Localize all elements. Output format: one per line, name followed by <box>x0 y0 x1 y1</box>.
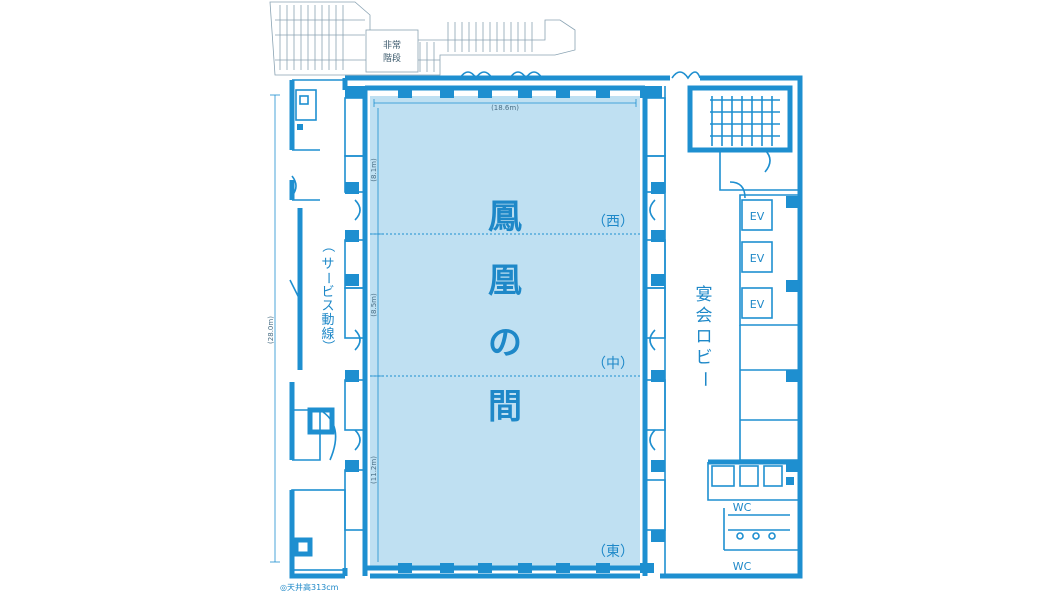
top-doors <box>354 71 701 451</box>
emergency-stairs-label-2: 階段 <box>383 52 401 64</box>
hall-columns <box>345 86 665 573</box>
hall-floor <box>370 96 640 568</box>
service-corridor-char-2: サ <box>321 257 334 272</box>
emergency-stairs: 非常 階段 <box>269 1 576 76</box>
ceiling-height-note: ◎天井高313cm <box>280 582 339 592</box>
lobby-char-4: ビ <box>696 348 713 368</box>
ev-label-1: EV <box>750 210 765 223</box>
lobby-char-5: ー <box>694 371 714 388</box>
right-stairs <box>687 85 800 199</box>
hall-dividers <box>370 233 640 377</box>
service-corridor-char-3: ー <box>320 271 335 284</box>
hall-name-char-1: 鳳 <box>488 197 522 237</box>
hall-name-char-2: 凰 <box>488 261 522 301</box>
service-corridor-char-5: ス <box>321 299 334 314</box>
dim-west: (8.1m) <box>370 158 378 182</box>
hall-name-char-4: 間 <box>488 387 522 427</box>
service-corridor-char-6: 動 <box>321 313 334 328</box>
wc-label-2: WC <box>733 560 752 573</box>
service-corridor <box>289 79 346 579</box>
ev-label-2: EV <box>750 252 765 265</box>
dim-east: (11.2m) <box>370 456 378 484</box>
ev-label-3: EV <box>750 298 765 311</box>
lobby-char-2: 会 <box>696 306 713 326</box>
right-rooms <box>739 325 800 472</box>
section-west-label: （西） <box>592 214 634 230</box>
dimension-lines <box>270 94 637 563</box>
emergency-stairs-label-1: 非常 <box>383 39 401 51</box>
service-corridor-char-7: 線 <box>321 326 334 342</box>
section-east-label: （東） <box>592 544 634 560</box>
dim-width: (18.6m) <box>491 104 519 112</box>
section-middle-label: （中） <box>592 356 634 372</box>
elevators <box>739 194 801 326</box>
dim-total: (28.0m) <box>267 316 275 344</box>
dim-middle: (8.5m) <box>370 293 378 317</box>
wc-label-1: WC <box>733 501 752 514</box>
lobby-char-1: 宴 <box>696 285 713 305</box>
lobby-char-3: ロ <box>696 327 713 347</box>
service-corridor-char-8: ） <box>320 339 335 352</box>
service-corridor-char-4: ビ <box>321 285 334 300</box>
restrooms <box>707 459 803 576</box>
service-corridor-char-1: （ <box>320 239 335 252</box>
hall-name-char-3: の <box>488 323 522 363</box>
